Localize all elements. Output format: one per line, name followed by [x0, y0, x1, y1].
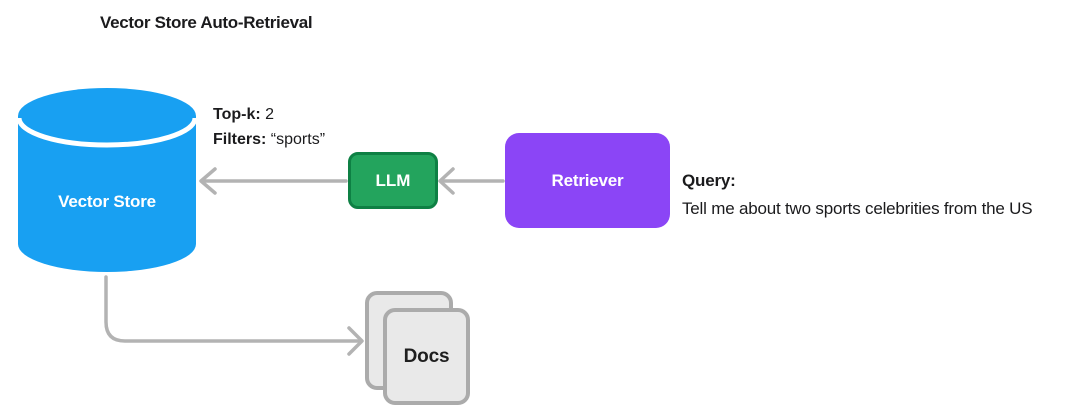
diagram-title: Vector Store Auto-Retrieval [100, 13, 313, 32]
topk-label: Top-k: [213, 106, 261, 123]
arrow-llm-to-vector-store [199, 167, 348, 195]
arrowhead-left-icon [438, 167, 455, 195]
topk-line: Top-k: 2 [213, 102, 325, 127]
retrieval-params: Top-k: 2 Filters: “sports” [213, 102, 325, 152]
arrowhead-right-icon [347, 326, 364, 356]
llm-node-label: LLM [375, 170, 411, 190]
vector-store-cylinder [16, 88, 198, 272]
llm-node: LLM [348, 152, 438, 209]
topk-value: 2 [265, 106, 275, 123]
filters-line: Filters: “sports” [213, 127, 325, 152]
arrow-retriever-to-llm [438, 167, 505, 195]
query-annotation: Query: Tell me about two sports celebrit… [682, 167, 1033, 223]
filters-value: “sports” [270, 131, 326, 148]
arrowhead-left-icon [199, 167, 217, 195]
query-text: Tell me about two sports celebrities fro… [682, 199, 1033, 218]
connector-vector-store-to-docs [104, 275, 364, 356]
retriever-node: Retriever [505, 133, 670, 228]
vector-store-node-label: Vector Store [58, 192, 156, 211]
doc-card-front: Docs [383, 308, 470, 405]
filters-label: Filters: [213, 131, 267, 148]
retriever-node-label: Retriever [551, 170, 624, 190]
docs-node-label: Docs [403, 345, 450, 367]
query-label: Query: [682, 171, 736, 190]
